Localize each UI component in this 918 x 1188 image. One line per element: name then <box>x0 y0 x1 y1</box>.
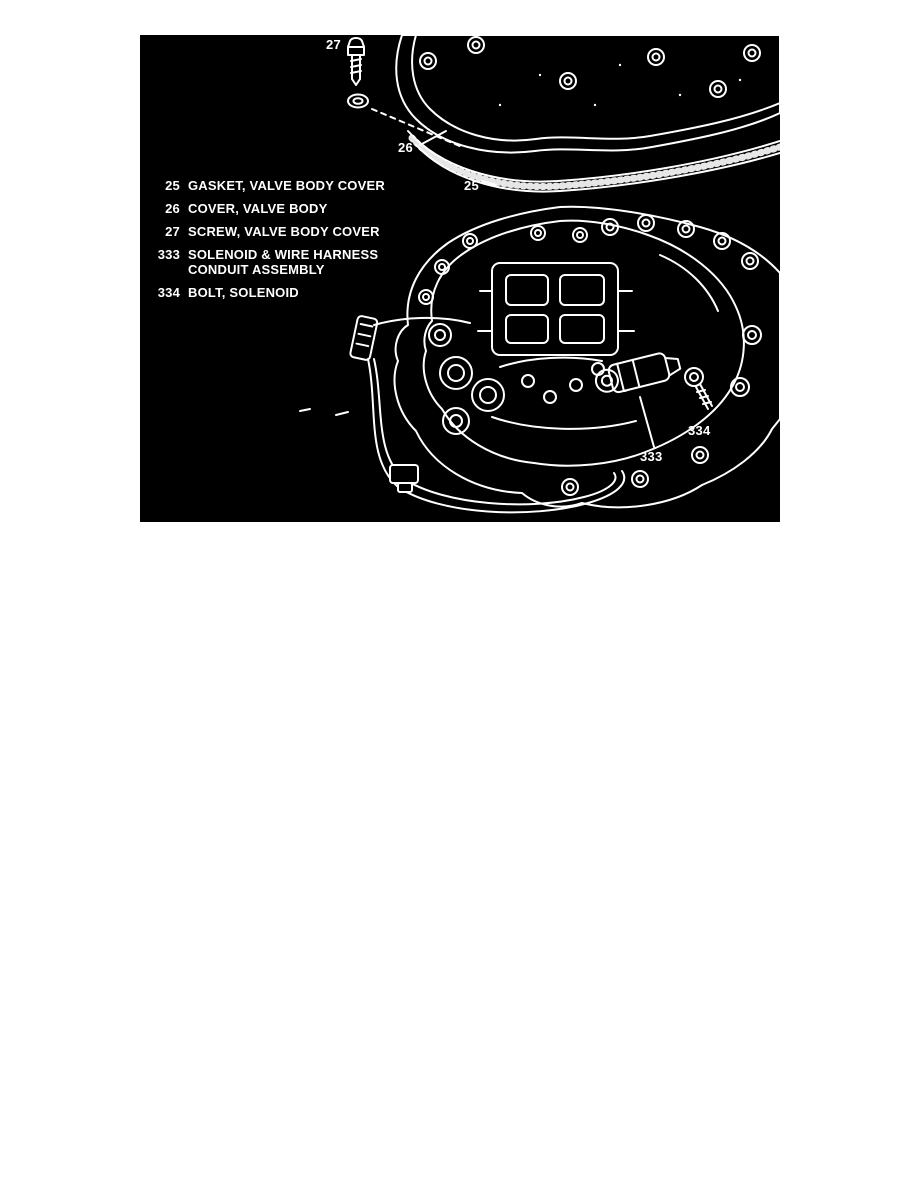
callout-334: 334 <box>688 423 711 438</box>
callout-27: 27 <box>326 37 342 52</box>
part-label: SOLENOID & WIRE HARNESS CONDUIT ASSEMBLY <box>188 246 379 278</box>
part-number: 334 <box>157 285 180 301</box>
callout-333: 333 <box>640 449 663 464</box>
legend-item-333: 333 SOLENOID & WIRE HARNESS CONDUIT ASSE… <box>148 247 398 279</box>
part-number: 25 <box>165 178 180 193</box>
part-label: BOLT, SOLENOID <box>188 285 299 301</box>
callout-25: 25 <box>464 178 480 193</box>
valve-body-assembly-drawing <box>393 205 780 509</box>
wire-harness-drawing <box>299 315 625 514</box>
legend-item-25: 25 GASKET, VALVE BODY COVER <box>148 178 398 194</box>
solenoid-drawing <box>594 352 682 448</box>
callout-leader-25 <box>481 180 497 186</box>
callout-leader-27 <box>371 108 463 148</box>
callout-26: 26 <box>398 140 414 155</box>
part-number: 27 <box>165 223 180 239</box>
washer-drawing <box>347 93 369 109</box>
diagram-panel: 25 GASKET, VALVE BODY COVER 26 COVER, VA… <box>140 35 780 522</box>
part-label: COVER, VALVE BODY <box>188 200 328 216</box>
parts-legend: 25 GASKET, VALVE BODY COVER 26 COVER, VA… <box>148 178 398 308</box>
callout-leader-26 <box>419 130 447 146</box>
part-number: 26 <box>165 200 180 216</box>
screw-drawing <box>347 37 365 86</box>
callout-leader-333 <box>639 396 655 448</box>
bolt-drawing <box>684 367 713 410</box>
legend-item-27: 27 SCREW, VALVE BODY COVER <box>148 224 398 240</box>
legend-item-26: 26 COVER, VALVE BODY <box>148 201 398 217</box>
part-label: GASKET, VALVE BODY COVER <box>188 178 385 193</box>
gasket-drawing <box>407 130 780 193</box>
valve-body-diagram <box>299 35 780 514</box>
part-label: SCREW, VALVE BODY COVER <box>188 223 380 239</box>
part-number: 333 <box>157 246 180 262</box>
valve-body-cover-drawing <box>395 35 780 154</box>
legend-item-334: 334 BOLT, SOLENOID <box>148 285 398 301</box>
